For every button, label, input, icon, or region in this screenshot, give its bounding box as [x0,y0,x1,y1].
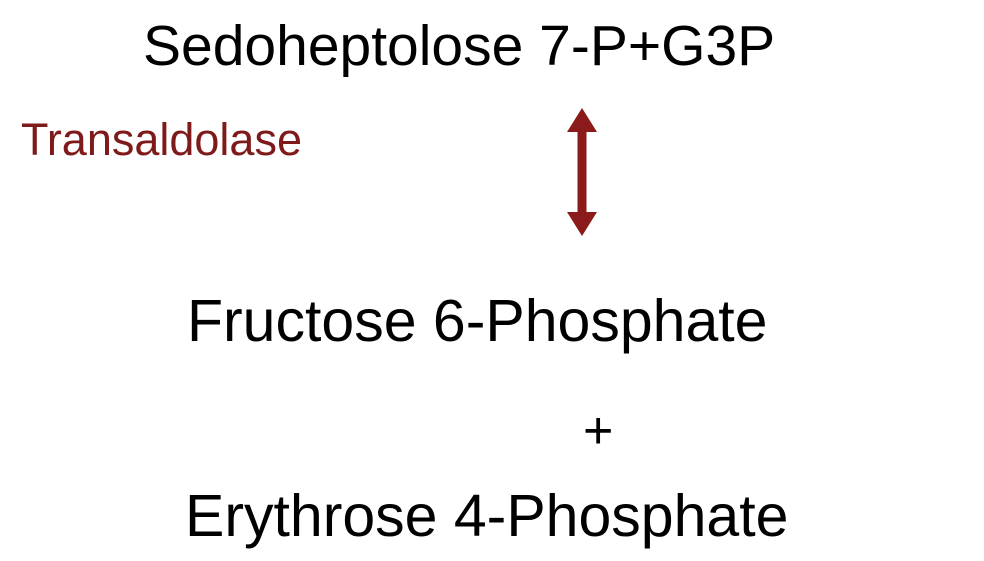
plus-sign: + [583,402,614,460]
arrow-head-up [567,108,597,132]
bidirectional-arrow-icon [567,108,597,236]
product-fructose-label: Fructose 6-Phosphate [187,288,768,354]
arrow-shaft [577,128,587,216]
arrow-head-down [567,212,597,236]
product-erythrose-label: Erythrose 4-Phosphate [185,483,789,549]
reactants-label: Sedoheptolose 7-P+G3P [143,14,776,78]
enzyme-label: Transaldolase [21,114,302,165]
